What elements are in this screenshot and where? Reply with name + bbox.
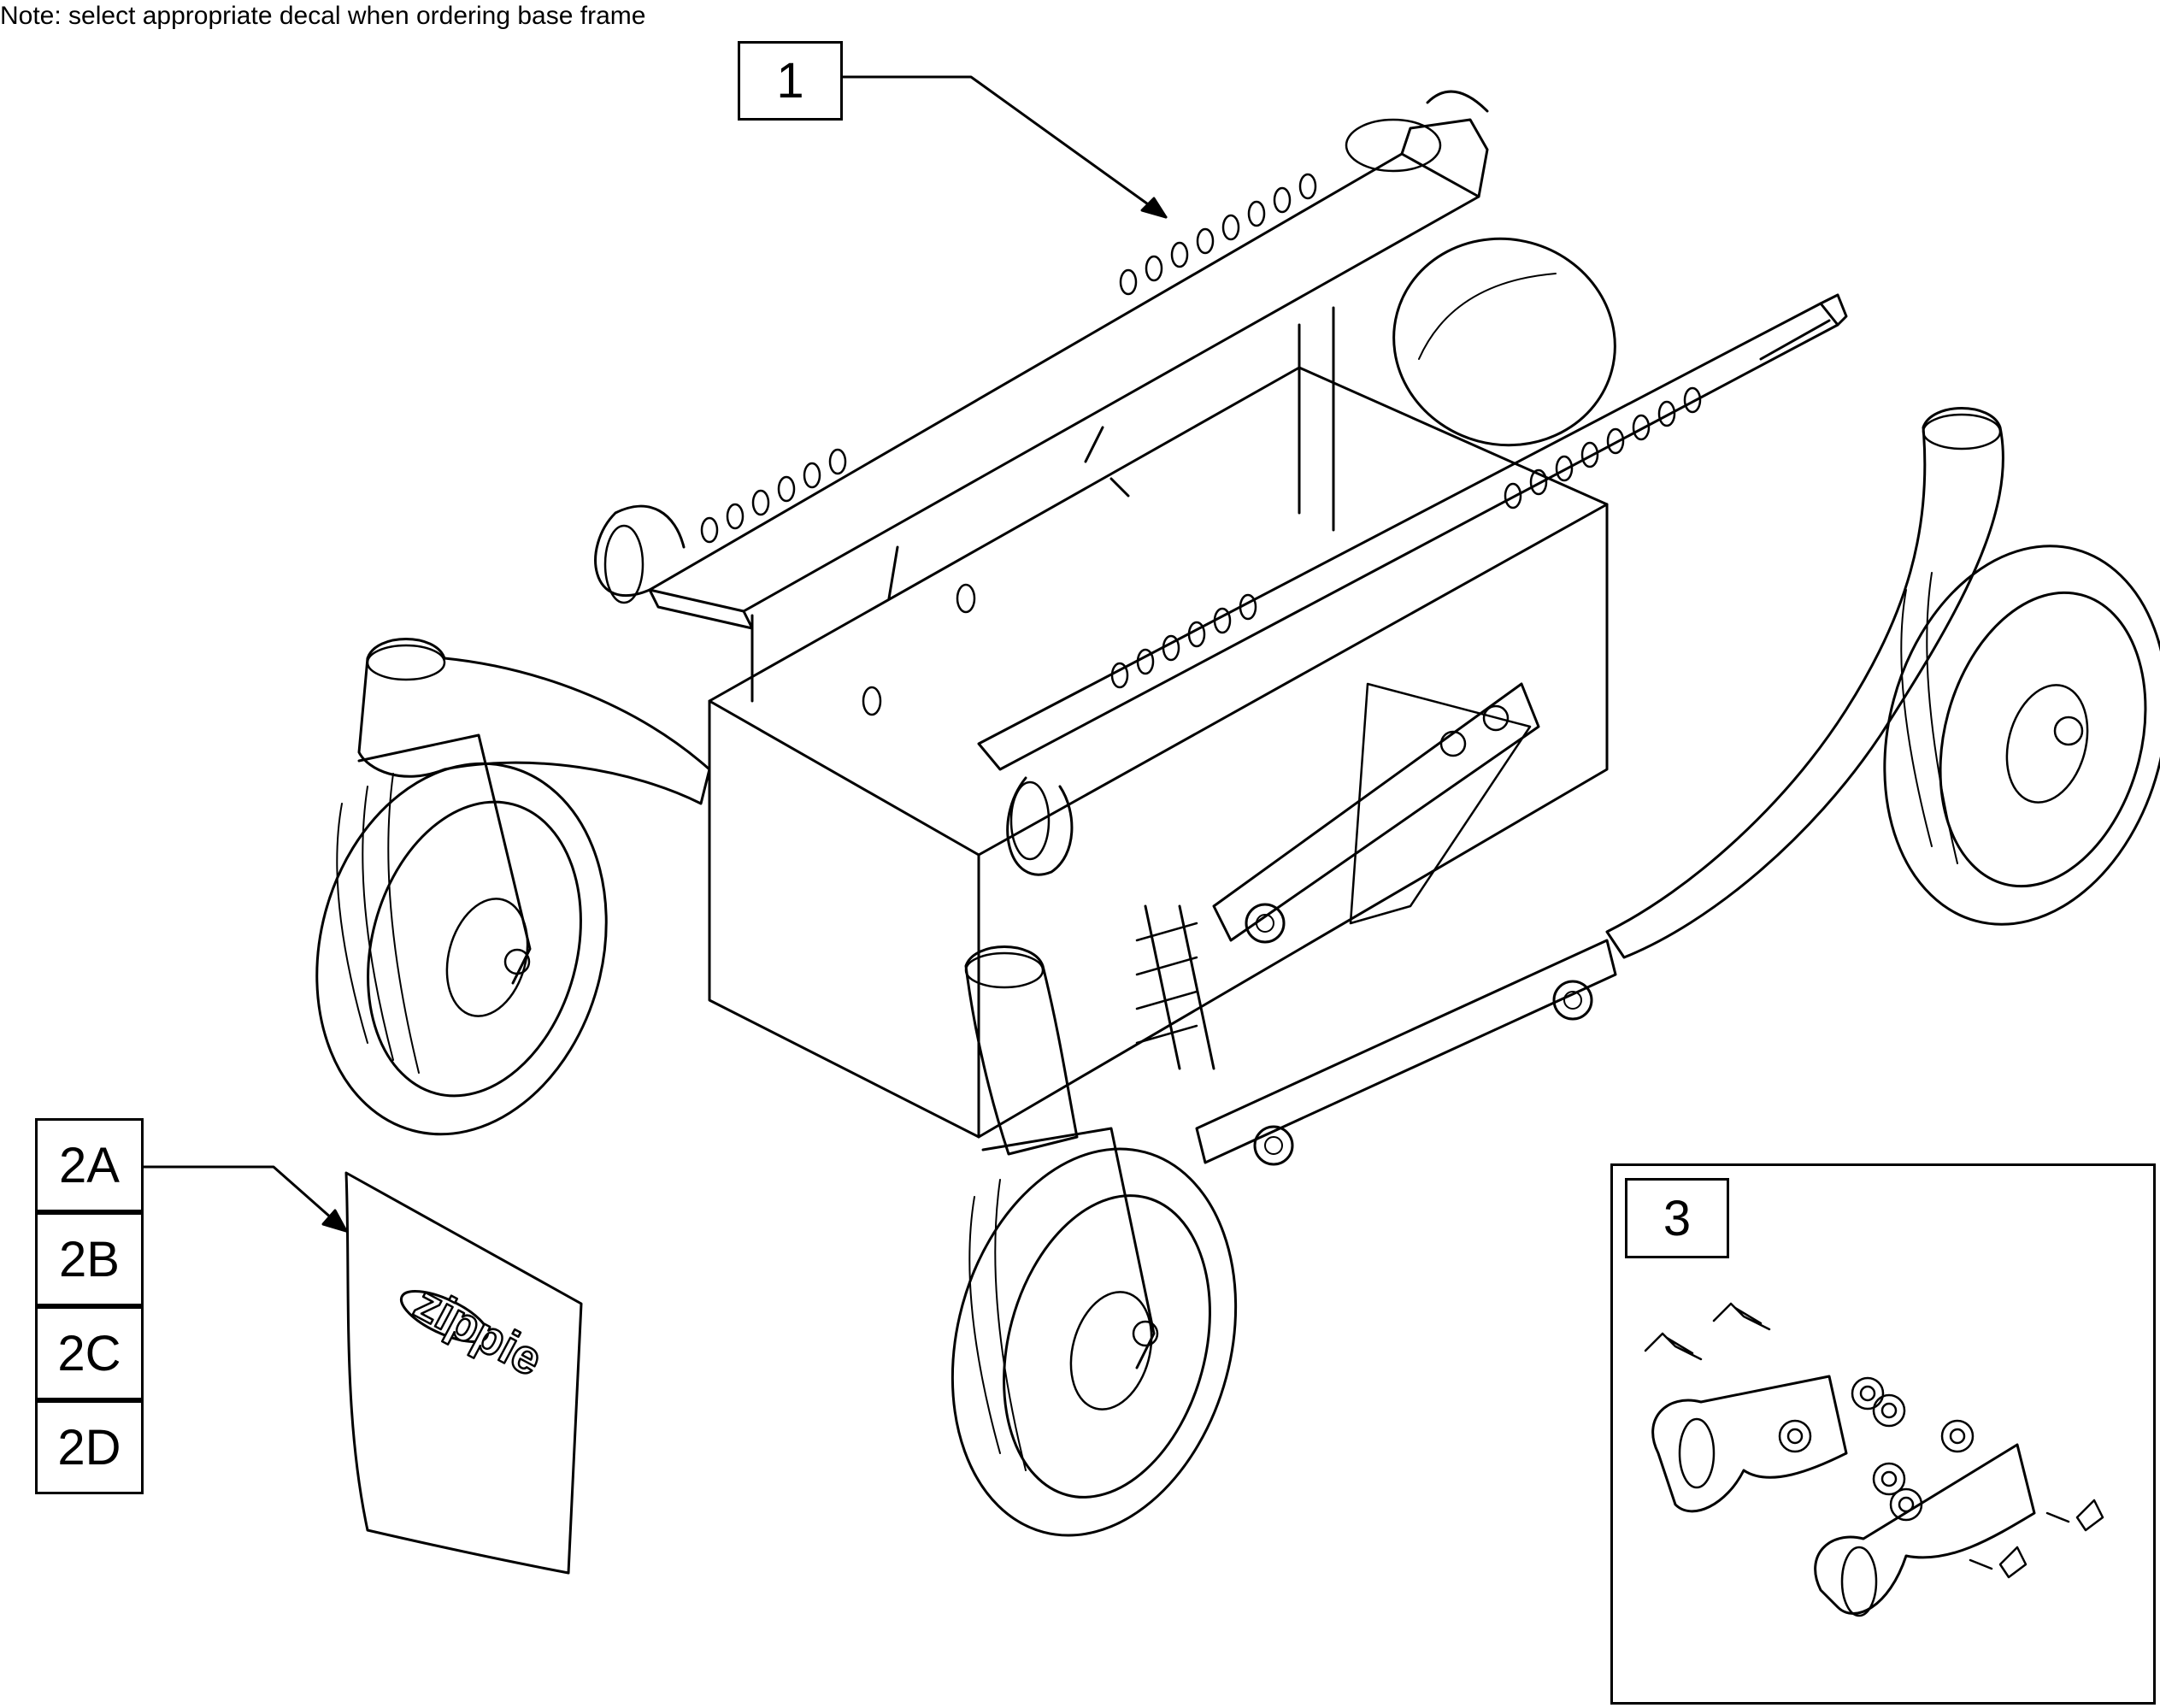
callout-1[interactable]: 1 [738,41,843,121]
callout-2d[interactable]: 2D [35,1400,144,1494]
wheel-icon [1883,545,2160,926]
base-frame-icon [357,90,2004,1166]
diagram-note: Note: select appropriate decal when orde… [0,2,646,30]
wheel-icon [951,1127,1238,1537]
zippie-decal-icon: zippie [344,1171,583,1575]
callout-3[interactable]: 3 [1625,1178,1729,1258]
leader-lines [142,75,1168,1233]
tie-down-bracket-hardware-icon [1644,1302,2104,1617]
hardware-kit-inset [1610,1163,2156,1705]
wheel-icon [315,733,608,1136]
callout-2a[interactable]: 2A [35,1118,144,1212]
decal-logo: zippie [406,1275,551,1386]
callout-2b[interactable]: 2B [35,1212,144,1306]
wheel-icon [1392,237,1616,447]
caster-wheels [315,237,2160,1537]
callout-2c[interactable]: 2C [35,1306,144,1400]
